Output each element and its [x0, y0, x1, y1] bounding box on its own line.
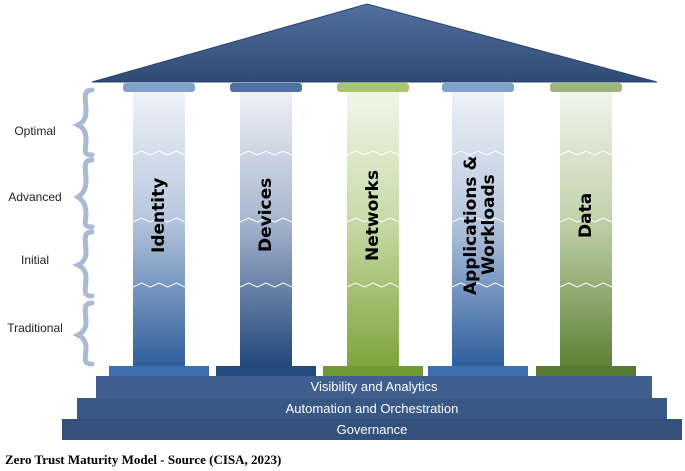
maturity-divider	[559, 150, 613, 156]
maturity-divider	[132, 150, 186, 156]
bracket-traditional	[72, 300, 95, 367]
pillar-label-devices: Devices	[256, 177, 277, 253]
pillar-base	[428, 366, 528, 376]
maturity-divider	[559, 282, 613, 288]
pillar-label-networks: Networks	[363, 169, 384, 261]
maturity-label-initial: Initial	[20, 253, 49, 267]
pillar-capital	[337, 83, 409, 92]
maturity-divider	[559, 217, 613, 223]
pillar-label-applications-workloads: Applications & Workloads	[461, 155, 499, 295]
maturity-divider	[346, 282, 400, 288]
pillar-capital	[230, 83, 302, 92]
maturity-divider	[451, 150, 505, 156]
pillar-base	[109, 366, 209, 376]
bracket-advanced	[73, 157, 95, 230]
maturity-brackets	[72, 87, 95, 367]
maturity-divider	[132, 282, 186, 288]
pillar-label-identity: Identity	[149, 177, 170, 253]
maturity-divider	[239, 217, 293, 223]
pillar-capital	[442, 83, 514, 92]
pillar-capital	[550, 83, 622, 92]
pillar-base	[216, 366, 316, 376]
pillar-capital	[123, 83, 195, 92]
pillar-shaft	[133, 92, 185, 366]
maturity-divider	[346, 150, 400, 156]
pillar-base	[536, 366, 636, 376]
pillar-shaft	[347, 92, 399, 366]
pillar-data	[536, 83, 636, 376]
maturity-divider	[451, 217, 505, 223]
step-label-automation: Automation and Orchestration	[285, 401, 459, 416]
pillar-shaft	[452, 92, 504, 366]
pillar-label-data: Data	[576, 192, 597, 238]
maturity-label-advanced: Advanced	[8, 190, 62, 204]
step-visibility	[96, 376, 652, 398]
pillar-shaft	[240, 92, 292, 366]
pillar-shaft	[560, 92, 612, 366]
pillar-identity	[109, 83, 209, 376]
maturity-label-traditional: Traditional	[7, 321, 63, 335]
maturity-label-optimal: Optimal	[14, 124, 56, 138]
pillar-applications-workloads	[428, 83, 528, 376]
pillar-networks	[323, 83, 423, 376]
pillar-base	[323, 366, 423, 376]
maturity-divider	[239, 150, 293, 156]
bracket-initial	[72, 229, 95, 299]
maturity-divider	[346, 217, 400, 223]
step-governance	[62, 419, 682, 440]
maturity-divider	[239, 282, 293, 288]
step-label-visibility: Visibility and Analytics	[310, 379, 438, 394]
figure-caption: Zero Trust Maturity Model - Source (CISA…	[5, 452, 282, 467]
step-automation	[77, 398, 667, 419]
pillar-devices	[216, 83, 316, 376]
bracket-optimal	[72, 87, 95, 158]
maturity-divider	[451, 282, 505, 288]
maturity-divider	[132, 217, 186, 223]
step-label-governance: Governance	[336, 422, 408, 437]
roof	[91, 3, 658, 83]
